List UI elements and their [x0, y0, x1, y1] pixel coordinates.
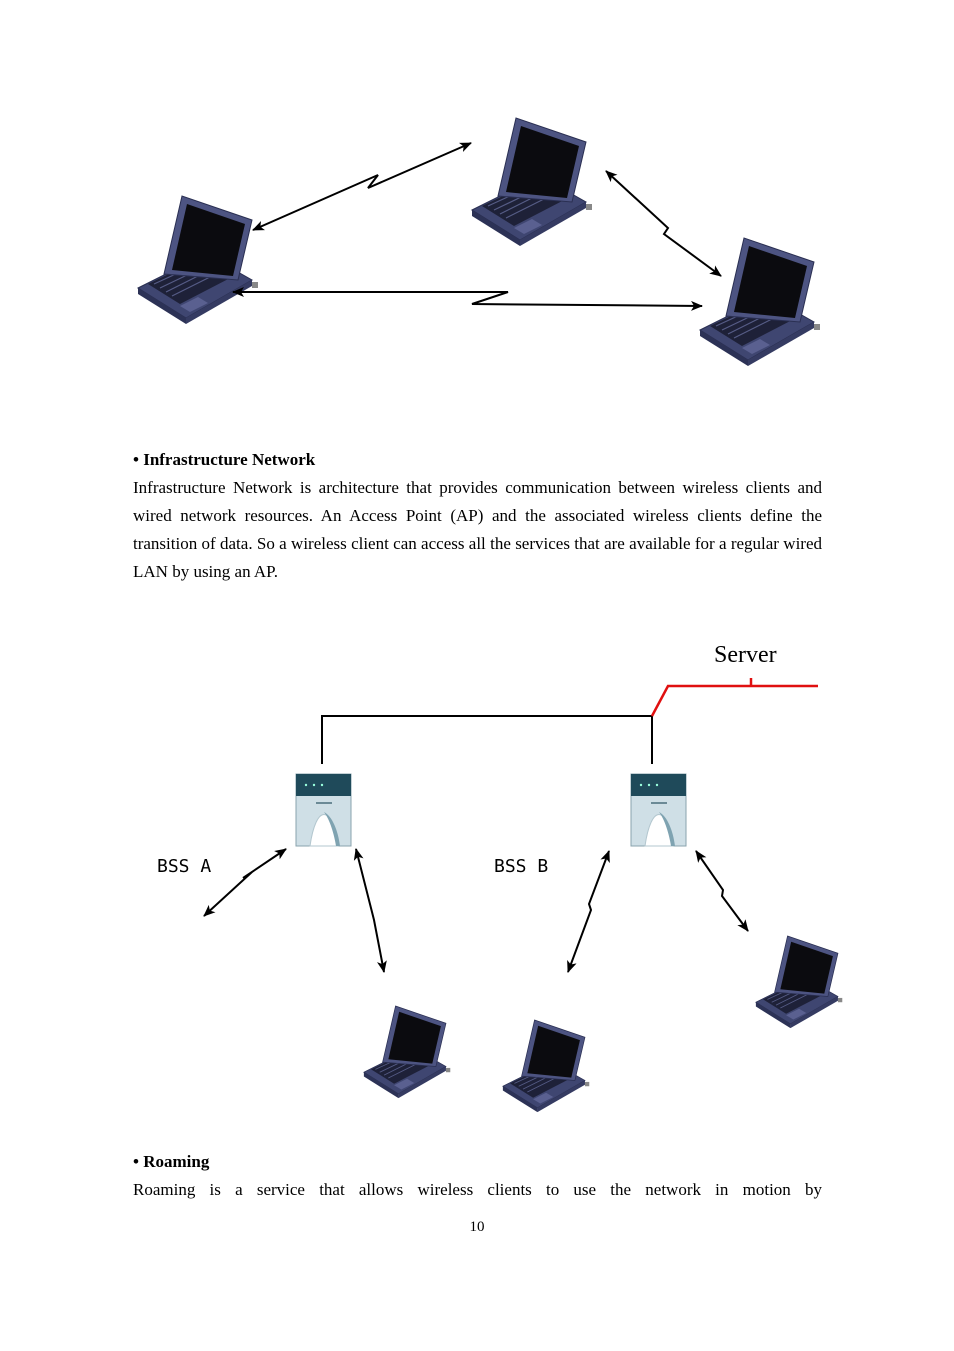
page-number: 10 — [469, 1219, 485, 1235]
double-arrow-icon — [232, 287, 703, 311]
laptop-icon — [755, 935, 843, 1029]
double-arrow-icon — [567, 850, 610, 973]
infrastructure-network-diagram — [203, 678, 843, 1113]
laptop-icon — [137, 195, 259, 325]
bss-b-label: BSS B — [494, 856, 549, 877]
access-point-icon — [295, 773, 352, 847]
infrastructure-paragraph: Infrastructure Network is architecture t… — [133, 478, 822, 581]
wired-backbone-line — [321, 715, 653, 764]
laptop-icon — [363, 1005, 451, 1099]
server-link-line — [650, 684, 818, 717]
double-arrow-icon — [252, 142, 472, 231]
double-arrow-icon — [695, 850, 749, 932]
section-heading-infrastructure: • Infrastructure Network — [133, 450, 316, 469]
laptop-icon — [699, 237, 821, 367]
double-arrow-icon — [353, 848, 387, 973]
adhoc-network-diagram — [137, 117, 821, 367]
double-arrow-icon — [605, 170, 722, 277]
server-label: Server — [714, 642, 777, 668]
bss-a-label: BSS A — [157, 856, 212, 877]
roaming-paragraph: Roaming is a service that allows wireles… — [133, 1180, 822, 1199]
double-arrow-icon — [203, 848, 287, 917]
laptop-icon — [471, 117, 593, 247]
section-heading-roaming: • Roaming — [133, 1152, 210, 1171]
access-point-icon — [630, 773, 687, 847]
laptop-icon — [502, 1019, 590, 1113]
